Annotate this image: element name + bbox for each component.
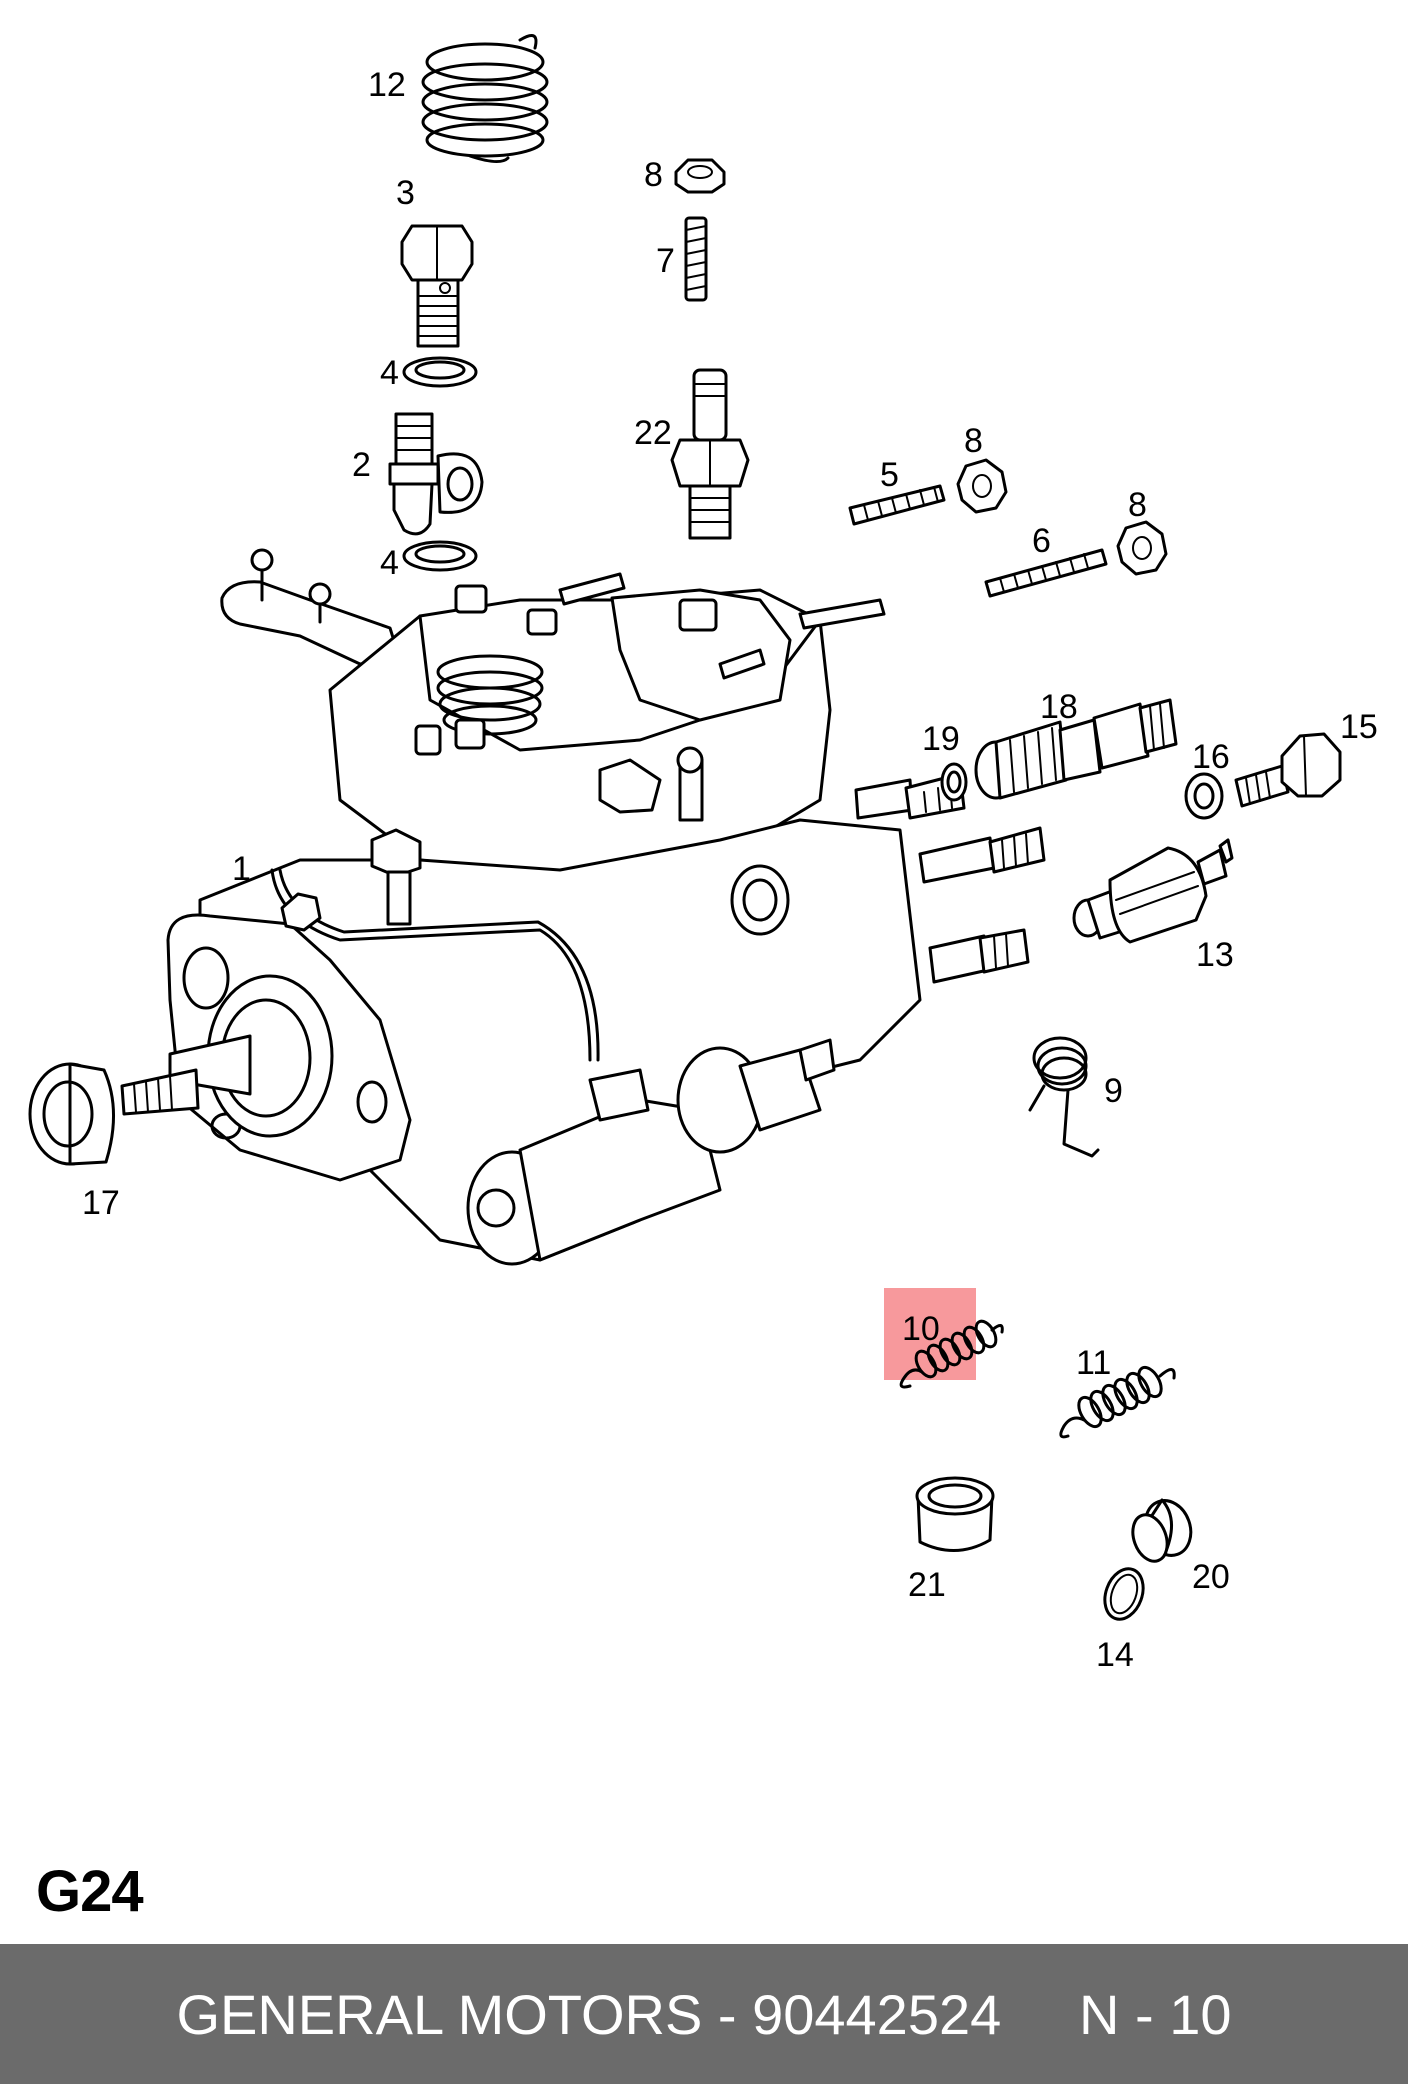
- part-6-adjusting-screw: [984, 548, 1108, 598]
- callout-9: 9: [1104, 1072, 1123, 1110]
- part-16-sealing-washer: [1184, 772, 1224, 820]
- part-10-spring: [899, 1319, 1004, 1389]
- part-8-nut-middle: [956, 458, 1008, 514]
- callout-8-middle: 8: [964, 422, 983, 460]
- callout-4-upper: 4: [380, 354, 399, 392]
- callout-8-right: 8: [1128, 486, 1147, 524]
- callout-11: 11: [1076, 1344, 1111, 1382]
- callout-6: 6: [1032, 522, 1051, 560]
- part-11-spring: [1059, 1365, 1176, 1439]
- footer-banner: GENERAL MOTORS - 90442524 N - 10: [0, 1944, 1408, 2084]
- callout-14: 14: [1096, 1636, 1134, 1674]
- part-3-banjo-bolt: [400, 224, 474, 348]
- part-12-return-spring: [421, 34, 549, 163]
- callout-1: 1: [232, 850, 251, 888]
- callout-5: 5: [880, 456, 899, 494]
- footer-part-number-text: GENERAL MOTORS - 90442524 N - 10: [176, 1982, 1232, 2046]
- part-15-hollow-bolt: [1234, 732, 1342, 808]
- part-22-delivery-valve: [670, 368, 750, 540]
- part-2-banjo-fitting: [388, 412, 484, 536]
- callout-15: 15: [1340, 708, 1378, 746]
- callout-2: 2: [352, 446, 371, 484]
- exploded-parts-diagram: 12 3 8 7 4 22 2 5 8 4 6 8 18 19 15 16 1 …: [28, 34, 1378, 1674]
- section-code-label: G24: [36, 1859, 144, 1924]
- part-4-sealing-washer-upper: [402, 356, 478, 388]
- callout-21: 21: [908, 1566, 946, 1604]
- part-9-spring-clip: [1028, 1036, 1100, 1158]
- part-5-adjusting-screw: [848, 484, 946, 526]
- part-14-o-ring: [1103, 1567, 1145, 1621]
- part-18-sealing-washer: [940, 762, 968, 802]
- part-13-stop-solenoid: [1072, 838, 1234, 944]
- part-17-union-fitting: [974, 698, 1178, 800]
- callout-10: 10: [902, 1310, 940, 1348]
- part-21-bushing: [915, 1476, 995, 1552]
- part-20-ring: [1131, 1498, 1193, 1563]
- part-4-sealing-washer-lower: [402, 540, 478, 572]
- part-7-threaded-stud: [684, 216, 708, 302]
- part-8-nut-top: [674, 158, 726, 194]
- callout-8-top: 8: [644, 156, 663, 194]
- callout-20: 20: [1192, 1558, 1230, 1596]
- callout-4-lower: 4: [380, 544, 399, 582]
- part-19-shaft-seal: [28, 1062, 115, 1166]
- callout-19: 17: [82, 1184, 120, 1222]
- callout-16: 16: [1192, 738, 1230, 776]
- callout-7: 7: [656, 242, 675, 280]
- callout-18: 19: [922, 720, 960, 758]
- callout-22: 22: [634, 414, 672, 452]
- callout-13: 13: [1196, 936, 1234, 974]
- part-8-nut-right: [1116, 520, 1168, 576]
- callout-3: 3: [396, 174, 415, 212]
- callout-12: 12: [368, 66, 406, 104]
- part-1-injection-pump-body: [120, 548, 1046, 1266]
- callout-17: 18: [1040, 688, 1078, 726]
